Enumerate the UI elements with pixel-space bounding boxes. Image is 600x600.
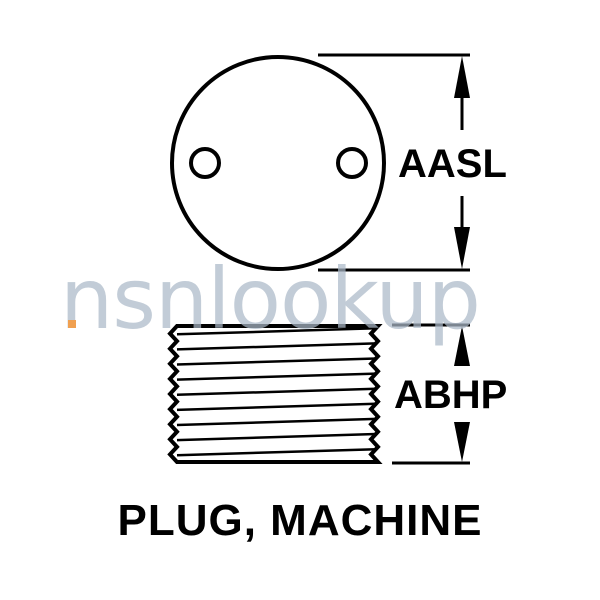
thread-line (176, 357, 377, 366)
abhp-dimension (392, 323, 470, 465)
abhp-label: ABHP (394, 373, 507, 417)
thread-line (176, 342, 377, 351)
abhp-arrow-down (454, 422, 470, 462)
thread-line (176, 432, 377, 442)
abhp-arrow-up (454, 326, 470, 366)
thread-line (176, 372, 377, 381)
right-spanner-hole (336, 147, 368, 179)
thread-lines (176, 327, 377, 457)
aasl-label: AASL (398, 142, 507, 186)
plug-threaded-body (167, 324, 383, 464)
thread-line (176, 417, 377, 427)
aasl-dimension (318, 53, 470, 272)
watermark-accent-mark (68, 320, 76, 328)
plug-top-view (170, 55, 386, 271)
thread-line (176, 327, 377, 336)
plug-face-circle (170, 55, 386, 271)
left-spanner-hole (189, 147, 221, 179)
thread-line (176, 387, 377, 397)
thread-line (176, 402, 377, 412)
thread-line (176, 447, 377, 457)
part-name-caption: PLUG, MACHINE (117, 496, 483, 545)
aasl-arrow-up (454, 56, 470, 98)
watermark-text: nsnlookup (60, 250, 480, 348)
aasl-arrow-down (454, 227, 470, 269)
